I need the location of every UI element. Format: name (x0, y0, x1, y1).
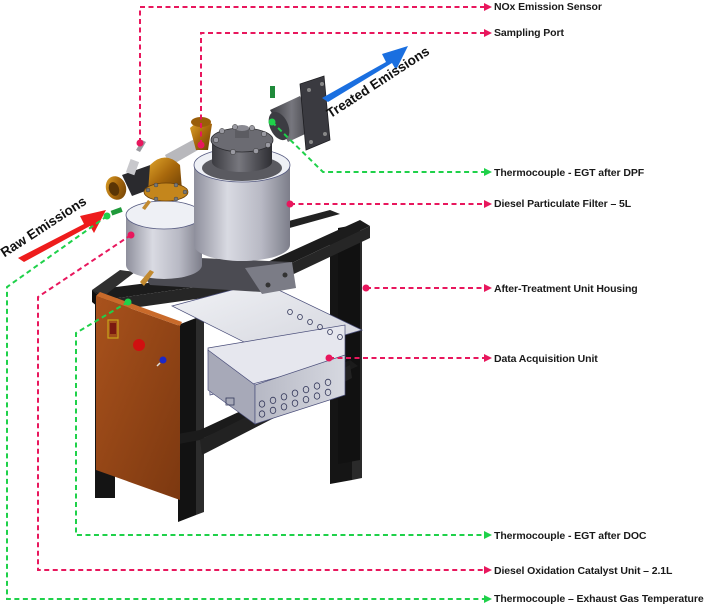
leader-line-sampling-port (200, 32, 484, 145)
daq-port-hole (291, 399, 299, 407)
treated-emissions-arrow (322, 46, 408, 102)
daq-port-hole (258, 410, 266, 418)
daq-port-hole (337, 333, 343, 340)
callout-nox-sensor: NOx Emission Sensor (494, 1, 602, 13)
daq-port-hole (313, 382, 321, 390)
switch-icon (107, 319, 119, 339)
daq-port-hole (324, 388, 332, 396)
daq-port-hole (297, 313, 303, 320)
daq-port-hole (324, 378, 332, 386)
leader-arrowhead-nox-sensor (484, 3, 492, 11)
leader-anchor-doc (127, 231, 135, 239)
daq-port-hole (313, 392, 321, 400)
inlet-assembly (105, 117, 212, 286)
callout-doc: Diesel Oxidation Catalyst Unit – 2.1L (494, 565, 673, 577)
indicator-icon (159, 356, 167, 364)
leader-line-doc (37, 234, 484, 571)
leader-anchor-nox-sensor (136, 139, 144, 147)
control-panel (96, 292, 182, 500)
leader-line-tc-exhaust-gas-temp (6, 215, 484, 600)
leader-anchor-tc-egt-after-dpf (268, 118, 276, 126)
callout-daq: Data Acquisition Unit (494, 353, 598, 365)
daq-port-hole (291, 389, 299, 397)
leader-anchor-sampling-port (197, 141, 205, 149)
leader-arrowhead-dpf (484, 200, 492, 208)
callout-housing: After-Treatment Unit Housing (494, 283, 638, 295)
daq-port-hole (258, 400, 266, 408)
leader-arrowhead-sampling-port (484, 29, 492, 37)
outlet-flange (268, 75, 331, 151)
leader-arrowhead-tc-exhaust-gas-temp (484, 595, 492, 603)
leader-line-tc-egt-after-dpf (271, 121, 484, 173)
emergency-stop-button-icon (133, 339, 145, 351)
leader-arrowhead-tc-egt-after-dpf (484, 168, 492, 176)
doc-canister (125, 200, 203, 279)
dpf-canister (193, 124, 291, 261)
daq-port-hole (280, 403, 288, 411)
leader-arrowhead-doc (484, 566, 492, 574)
daq-port-hole (280, 393, 288, 401)
daq-port-hole (269, 396, 277, 404)
leader-anchor-dpf (286, 200, 294, 208)
data-acquisition-unit (171, 281, 363, 425)
leader-anchor-housing (362, 284, 370, 292)
leader-anchor-tc-exhaust-gas-temp (103, 212, 111, 220)
daq-port-hole (302, 395, 310, 404)
daq-port-hole (317, 323, 323, 330)
leader-arrowhead-housing (484, 284, 492, 292)
leader-anchor-daq (325, 354, 333, 362)
leader-line-tc-egt-after-doc (75, 301, 484, 536)
daq-port-hole (302, 385, 310, 394)
callout-dpf: Diesel Particulate Filter – 5L (494, 198, 632, 210)
daq-port-hole (287, 308, 293, 315)
leader-anchor-tc-egt-after-doc (124, 298, 132, 306)
daq-port-hole (307, 318, 313, 325)
daq-port-hole (327, 328, 333, 335)
leader-lines (6, 6, 484, 600)
leader-arrowhead-tc-egt-after-doc (484, 531, 492, 539)
callout-tc-egt-after-doc: Thermocouple - EGT after DOC (494, 530, 647, 542)
raw-emissions-arrow (18, 210, 106, 262)
callout-tc-exhaust-gas-temp: Thermocouple – Exhaust Gas Temperature (494, 593, 704, 605)
leader-arrowhead-daq (484, 354, 492, 362)
callout-tc-egt-after-dpf: Thermocouple - EGT after DPF (494, 167, 645, 179)
leader-line-nox-sensor (139, 6, 484, 143)
daq-port-hole (269, 406, 277, 414)
callout-sampling-port: Sampling Port (494, 27, 564, 39)
leader-dots (103, 3, 492, 603)
